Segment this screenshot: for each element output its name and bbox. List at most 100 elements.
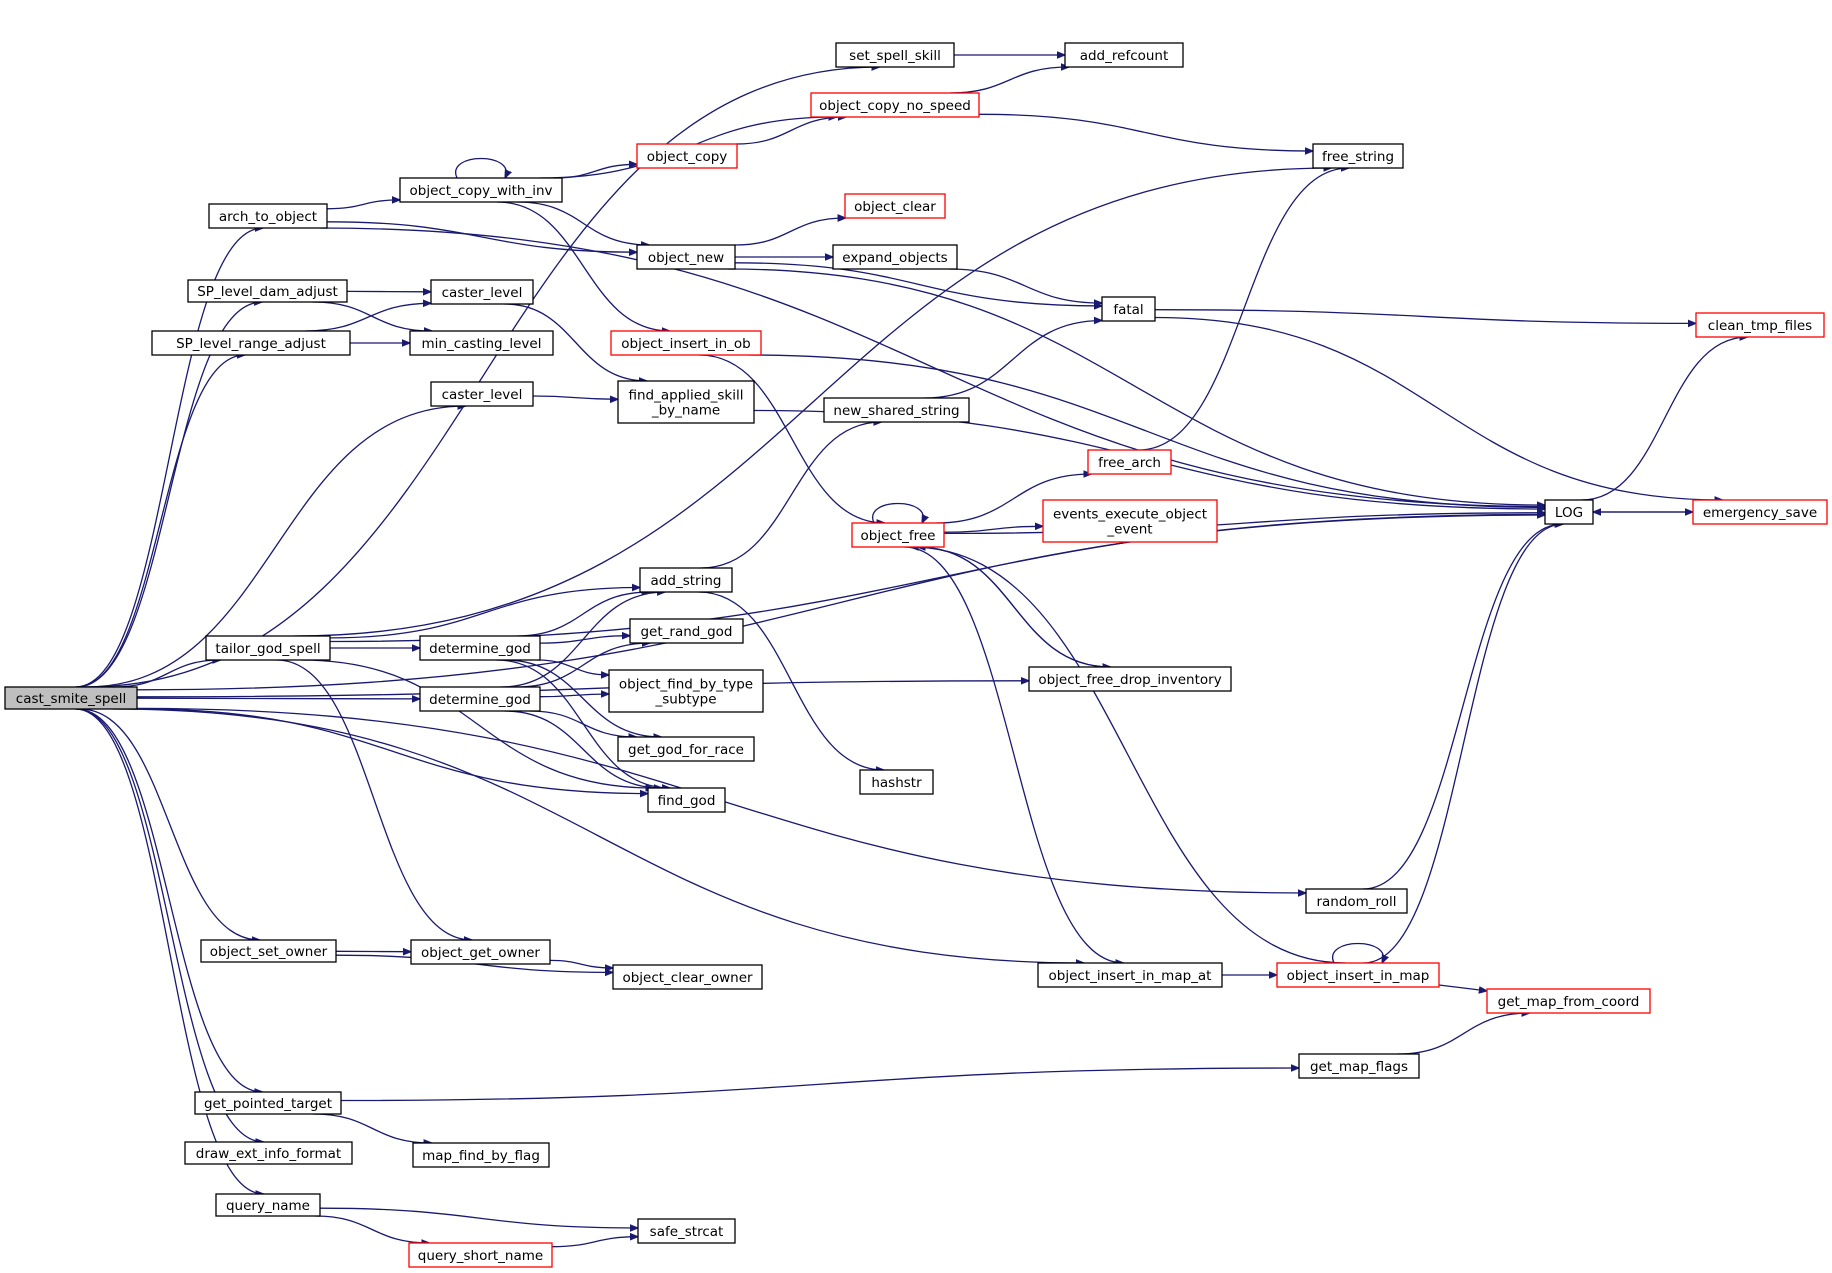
node-free-arch[interactable]: free_arch bbox=[1087, 449, 1172, 475]
node-query-short-name[interactable]: query_short_name bbox=[408, 1242, 553, 1268]
node-object-set-owner[interactable]: object_set_owner bbox=[200, 939, 337, 963]
edge-add_string-to-hashstr bbox=[698, 591, 885, 770]
node-box bbox=[617, 736, 755, 762]
edge-cast_smite_spell-to-SP_level_range_adjust bbox=[76, 355, 245, 688]
edge-free_arch-to-free_string bbox=[1138, 168, 1350, 451]
edge-cast_smite_spell-to-query_name bbox=[75, 708, 263, 1194]
edge-cast_smite_spell-to-find_god bbox=[136, 708, 648, 794]
edge-line bbox=[75, 708, 263, 1194]
node-caster-level-1[interactable]: caster_level bbox=[430, 279, 534, 305]
node-label: arch_to_object bbox=[219, 209, 317, 225]
node-events-execute-object-event[interactable]: events_execute_object_event bbox=[1042, 499, 1218, 543]
edge-object_copy_with_inv-to-object_new bbox=[517, 201, 650, 245]
node-determine-god-1[interactable]: determine_god bbox=[419, 635, 541, 661]
edge-line bbox=[300, 659, 654, 788]
edge-object_free-to-object_insert_in_map_at bbox=[904, 546, 1123, 963]
edge-tailor_god_spell-to-object_get_owner bbox=[276, 659, 472, 940]
node-get-god-for-race[interactable]: get_god_for_race bbox=[617, 736, 755, 762]
edge-line bbox=[1138, 168, 1350, 451]
node-random-roll[interactable]: random_roll bbox=[1305, 888, 1408, 914]
edge-line bbox=[85, 406, 466, 688]
edge-object_copy_no_speed-to-add_refcount bbox=[949, 67, 1069, 94]
edge-random_roll-to-LOG bbox=[1363, 524, 1562, 890]
node-object-copy-with-inv[interactable]: object_copy_with_inv bbox=[399, 177, 563, 203]
edge-object_insert_in_ob-to-LOG bbox=[748, 354, 1545, 507]
node-draw-ext-info-format[interactable]: draw_ext_info_format bbox=[184, 1141, 353, 1165]
node-get-pointed-target[interactable]: get_pointed_target bbox=[194, 1091, 342, 1115]
node-free-string[interactable]: free_string bbox=[1312, 143, 1404, 169]
edge-object_insert_in_map-to-object_insert_in_map bbox=[1332, 942, 1384, 964]
edge-object_free-to-events_execute_object_event bbox=[943, 526, 1043, 533]
node-safe-strcat[interactable]: safe_strcat bbox=[637, 1218, 736, 1244]
node-get-map-flags[interactable]: get_map_flags bbox=[1298, 1053, 1420, 1079]
node-SP-level-range-adjust[interactable]: SP_level_range_adjust bbox=[151, 330, 351, 356]
node-object-clear-owner[interactable]: object_clear_owner bbox=[612, 964, 763, 990]
node-object-copy-no-speed[interactable]: object_copy_no_speed bbox=[810, 92, 980, 118]
node-emergency-save[interactable]: emergency_save bbox=[1692, 499, 1828, 525]
node-object-insert-in-map[interactable]: object_insert_in_map bbox=[1276, 962, 1440, 988]
node-query-name[interactable]: query_name bbox=[215, 1193, 321, 1217]
node-box bbox=[1486, 988, 1651, 1014]
node-box bbox=[187, 279, 348, 303]
node-label: safe_strcat bbox=[650, 1224, 724, 1240]
node-box bbox=[419, 686, 541, 712]
node-label: object_set_owner bbox=[210, 944, 328, 960]
node-label: determine_god bbox=[429, 692, 531, 708]
node-object-insert-in-map-at[interactable]: object_insert_in_map_at bbox=[1037, 962, 1223, 988]
node-label: events_execute_object bbox=[1053, 507, 1207, 523]
edge-line bbox=[326, 221, 637, 252]
node-expand-objects[interactable]: expand_objects bbox=[832, 244, 958, 270]
node-get-rand-god[interactable]: get_rand_god bbox=[629, 618, 744, 644]
node-label: get_map_from_coord bbox=[1498, 994, 1640, 1010]
edge-line bbox=[748, 354, 1545, 507]
node-box bbox=[612, 964, 763, 990]
edge-line bbox=[276, 659, 472, 940]
edge-determine_god_2-to-get_god_for_race bbox=[529, 710, 636, 737]
edge-line bbox=[500, 592, 665, 688]
edge-object_new-to-fatal bbox=[734, 262, 1102, 306]
node-label: object_free bbox=[861, 528, 936, 544]
edge-line bbox=[872, 502, 924, 524]
edge-SP_level_dam_adjust-to-min_casting_level bbox=[312, 301, 432, 331]
edge-line bbox=[76, 355, 245, 688]
node-LOG[interactable]: LOG bbox=[1544, 499, 1594, 525]
node-set-spell-skill[interactable]: set_spell_skill bbox=[835, 42, 955, 68]
edge-cast_smite_spell-to-caster_level_2 bbox=[85, 406, 466, 688]
edge-line bbox=[79, 708, 260, 940]
node-tailor-god-spell[interactable]: tailor_god_spell bbox=[205, 635, 331, 661]
node-object-get-owner[interactable]: object_get_owner bbox=[410, 939, 551, 965]
node-box bbox=[410, 939, 551, 965]
node-object-free[interactable]: object_free bbox=[851, 522, 945, 548]
node-caster-level-2[interactable]: caster_level bbox=[430, 381, 534, 407]
node-add-string[interactable]: add_string bbox=[639, 567, 733, 593]
node-label: object_insert_in_ob bbox=[621, 336, 750, 352]
edge-line bbox=[1363, 524, 1564, 964]
node-object-new[interactable]: object_new bbox=[636, 244, 736, 270]
node-object-insert-in-ob[interactable]: object_insert_in_ob bbox=[610, 330, 762, 356]
node-min-casting-level[interactable]: min_casting_level bbox=[409, 330, 554, 356]
node-find-applied-skill-by-name[interactable]: find_applied_skill_by_name bbox=[617, 380, 755, 424]
node-object-copy[interactable]: object_copy bbox=[636, 143, 738, 169]
node-add-refcount[interactable]: add_refcount bbox=[1064, 42, 1184, 68]
edge-line bbox=[516, 592, 649, 637]
node-find-god[interactable]: find_god bbox=[647, 787, 726, 813]
node-arch-to-object[interactable]: arch_to_object bbox=[208, 203, 328, 229]
node-determine-god-2[interactable]: determine_god bbox=[419, 686, 541, 712]
node-label: random_roll bbox=[1316, 894, 1396, 910]
edge-cast_smite_spell-to-draw_ext_info_format bbox=[75, 708, 264, 1142]
edge-line bbox=[948, 268, 1102, 303]
node-hashstr[interactable]: hashstr bbox=[859, 769, 934, 795]
node-fatal[interactable]: fatal bbox=[1101, 296, 1156, 322]
node-object-find-by-type-subtype[interactable]: object_find_by_type_subtype bbox=[608, 669, 764, 713]
edge-line bbox=[537, 659, 610, 675]
node-SP-level-dam-adjust[interactable]: SP_level_dam_adjust bbox=[187, 279, 348, 303]
node-map-find-by-flag[interactable]: map_find_by_flag bbox=[412, 1142, 550, 1168]
edge-line bbox=[532, 395, 618, 399]
node-object-free-drop-inventory[interactable]: object_free_drop_inventory bbox=[1028, 666, 1232, 692]
node-cast-smite-spell[interactable]: cast_smite_spell bbox=[4, 686, 138, 710]
node-new-shared-string[interactable]: new_shared_string bbox=[823, 397, 970, 423]
node-clean-tmp-files[interactable]: clean_tmp_files bbox=[1695, 312, 1825, 338]
node-get-map-from-coord[interactable]: get_map_from_coord bbox=[1486, 988, 1651, 1014]
node-object-clear[interactable]: object_clear bbox=[844, 193, 946, 219]
node-label: free_arch bbox=[1098, 455, 1161, 471]
